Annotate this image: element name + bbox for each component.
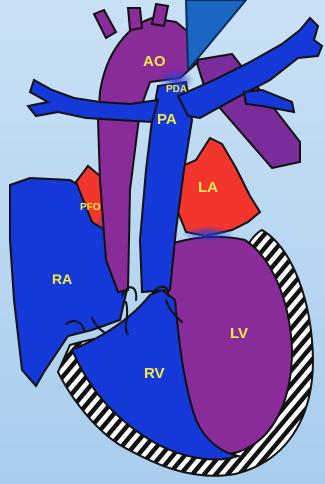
label-ra: RA: [52, 271, 72, 287]
label-pfo: PFO: [80, 202, 101, 213]
label-pda: PDA: [166, 84, 187, 95]
label-pa: PA: [157, 111, 177, 128]
head-vessel-left: [94, 10, 116, 38]
left-atrium: [178, 138, 260, 236]
label-lv: LV: [230, 325, 248, 342]
label-ao: AO: [143, 53, 166, 70]
head-vessel-middle: [128, 8, 142, 30]
label-rv: RV: [144, 365, 165, 382]
label-la: LA: [198, 179, 218, 196]
head-vessel-right: [152, 4, 168, 26]
la-shunt-shading: [182, 226, 234, 242]
